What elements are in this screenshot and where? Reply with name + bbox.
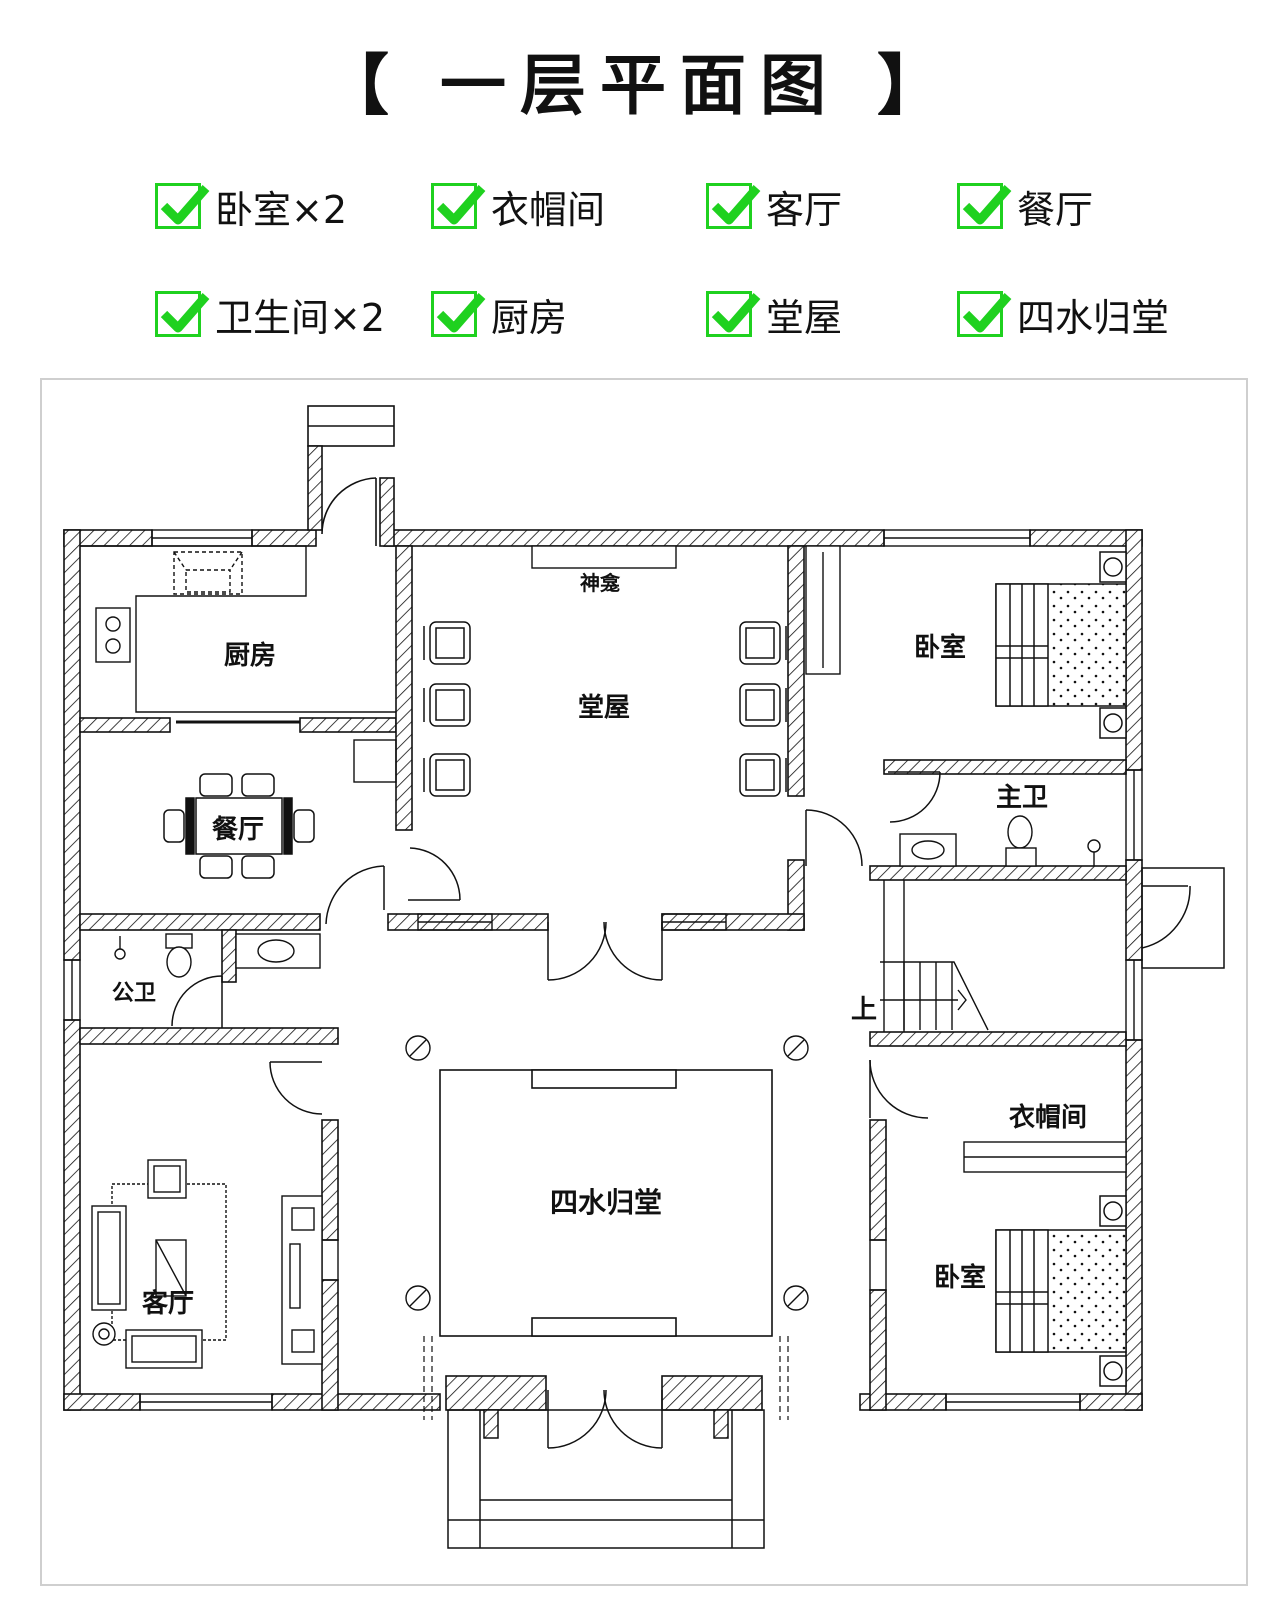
living-furniture bbox=[91, 1159, 323, 1369]
hall-chairs bbox=[423, 621, 787, 797]
feature-label: 衣帽间 bbox=[491, 187, 606, 232]
stairs bbox=[880, 880, 989, 1032]
feature-item: 衣帽间 bbox=[431, 180, 605, 232]
room-label-master-bath: 主卫 bbox=[996, 783, 1048, 813]
checkmark-icon bbox=[155, 291, 210, 337]
shrine-table bbox=[531, 545, 677, 569]
closet-rail bbox=[963, 1141, 1127, 1173]
feature-label: 餐厅 bbox=[1017, 187, 1094, 232]
checkmark-icon bbox=[706, 183, 761, 229]
room-label-courtyard: 四水归堂 bbox=[550, 1186, 662, 1219]
room-label-kitchen: 厨房 bbox=[224, 641, 276, 671]
feature-item: 堂屋 bbox=[706, 288, 842, 340]
bed-ne bbox=[995, 551, 1127, 739]
checkmark-icon bbox=[706, 291, 761, 337]
room-label-hall: 堂屋 bbox=[578, 693, 630, 723]
checkmark-icon bbox=[431, 183, 486, 229]
wardrobe-ne bbox=[805, 545, 841, 675]
rear-entry bbox=[307, 405, 395, 547]
floor-plan-frame bbox=[40, 378, 1248, 1586]
room-label-bedroom-ne: 卧室 bbox=[914, 632, 966, 663]
downspouts bbox=[405, 1035, 809, 1311]
kitchen-fixtures bbox=[80, 545, 397, 783]
master-bath-fixtures bbox=[899, 815, 1101, 867]
feature-label: 客厅 bbox=[766, 187, 843, 232]
room-label-living: 客厅 bbox=[142, 1288, 194, 1319]
public-bath-fixtures bbox=[114, 933, 321, 978]
page-title: 【 一层平面图 】 bbox=[323, 47, 957, 124]
feature-item: 厨房 bbox=[431, 288, 567, 340]
feature-label: 堂屋 bbox=[766, 295, 843, 340]
room-label-bedroom-se: 卧室 bbox=[934, 1262, 986, 1293]
room-label-dining: 餐厅 bbox=[212, 815, 264, 845]
checkmark-icon bbox=[431, 291, 486, 337]
feature-list: 卧室×2 衣帽间 客厅 餐厅 卫生间×2 厨房 堂屋 四水归堂 bbox=[155, 180, 1215, 350]
room-label-public-bath: 公卫 bbox=[112, 981, 156, 1006]
bed-se bbox=[995, 1195, 1127, 1387]
stairs-up-label: 上 bbox=[851, 995, 877, 1025]
feature-item: 客厅 bbox=[706, 180, 842, 232]
side-porch bbox=[1141, 867, 1225, 969]
front-steps bbox=[447, 1409, 765, 1549]
checkmark-icon bbox=[957, 291, 1012, 337]
feature-label: 四水归堂 bbox=[1017, 295, 1170, 340]
room-label-closet: 衣帽间 bbox=[1009, 1102, 1087, 1133]
feature-label: 卫生间×2 bbox=[215, 295, 386, 340]
courtyard-posts bbox=[423, 1336, 789, 1420]
checkmark-icon bbox=[957, 183, 1012, 229]
dining-table bbox=[163, 773, 315, 879]
walls bbox=[63, 529, 1143, 1411]
feature-label: 卧室×2 bbox=[215, 187, 348, 232]
feature-item: 卫生间×2 bbox=[155, 288, 385, 340]
feature-item: 四水归堂 bbox=[957, 288, 1169, 340]
door-swings bbox=[171, 771, 1191, 1449]
feature-label: 厨房 bbox=[491, 295, 568, 340]
feature-item: 餐厅 bbox=[957, 180, 1093, 232]
feature-item: 卧室×2 bbox=[155, 180, 347, 232]
room-label-shrine: 神龛 bbox=[580, 571, 621, 595]
checkmark-icon bbox=[155, 183, 210, 229]
courtyard bbox=[439, 1069, 773, 1337]
